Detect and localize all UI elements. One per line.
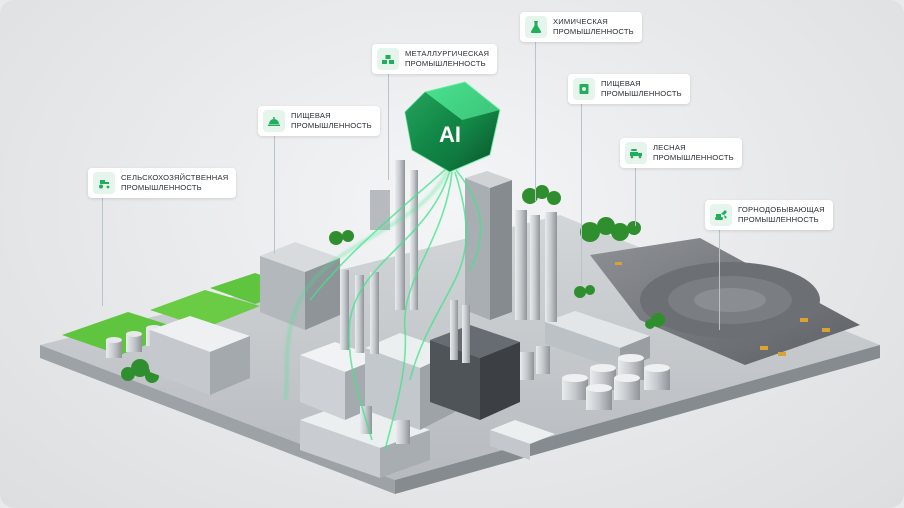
ingots-icon	[377, 48, 399, 70]
stem-food-right	[581, 104, 582, 284]
mining-vehicles	[615, 262, 830, 356]
food-package-icon	[573, 78, 595, 100]
ai-data-streams	[284, 167, 482, 451]
stem-food-left	[274, 134, 275, 254]
stem-agriculture	[102, 196, 103, 306]
trees	[121, 185, 665, 383]
flask-icon	[525, 16, 547, 38]
tractor-icon	[93, 172, 115, 194]
food-cloche-icon	[263, 110, 285, 132]
storage-tanks	[360, 346, 670, 444]
excavator-icon	[710, 204, 732, 226]
timber-truck-icon	[625, 142, 647, 164]
ai-cube: AI	[404, 81, 501, 173]
quarry-pit	[590, 238, 860, 365]
ai-badge-text: AI	[439, 122, 461, 147]
stem-forestry	[635, 166, 636, 226]
stem-metallurgy	[388, 70, 389, 180]
distillation-columns	[340, 160, 557, 363]
stem-mining	[719, 230, 720, 330]
stem-chemical	[535, 41, 536, 201]
